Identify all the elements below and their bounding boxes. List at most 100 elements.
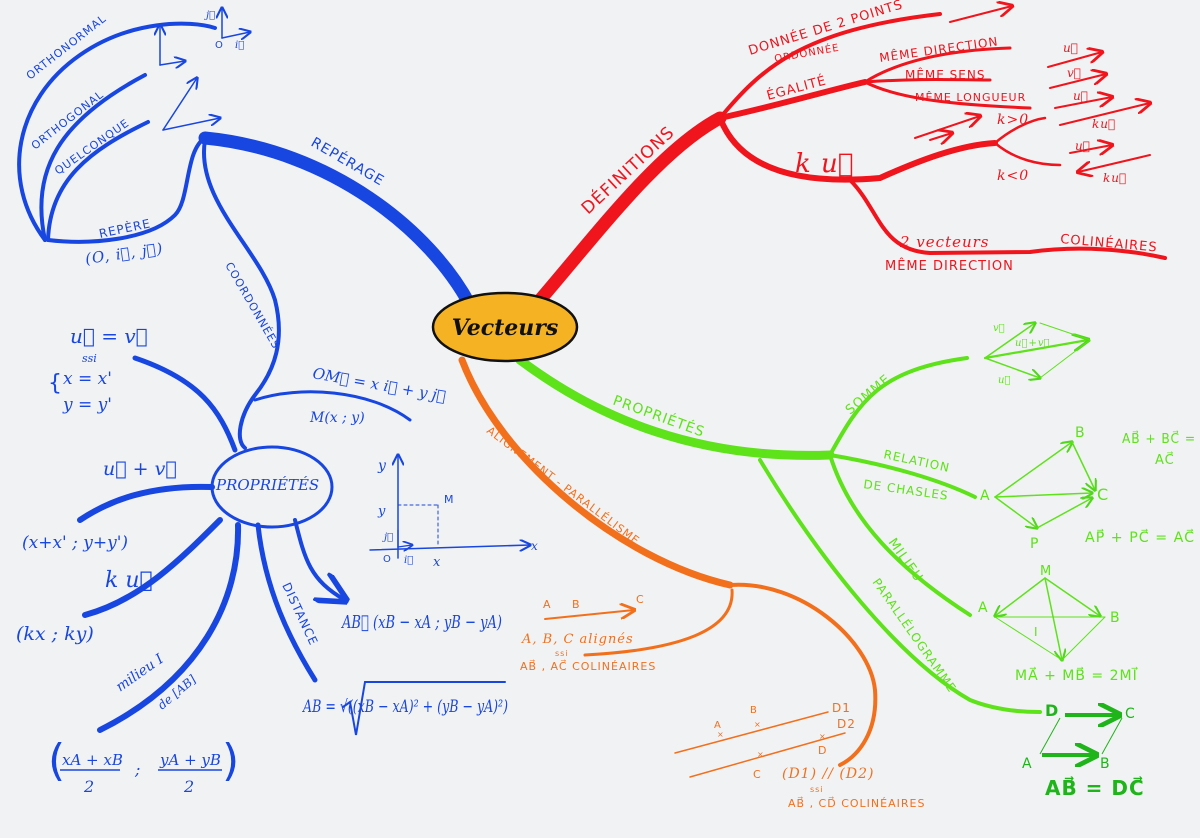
midpoint-separator: ; <box>134 760 140 779</box>
repere-notation: (O, i⃗, j⃗) <box>84 239 164 268</box>
i-vector-label: i⃗ <box>235 40 245 51</box>
milieu-point-i: I <box>1034 625 1039 639</box>
ssi-label: ssi <box>555 649 569 658</box>
chasles-formula-2: AP⃗ + PC⃗ = AC⃗ <box>1085 528 1195 546</box>
parallelogram-figure <box>1039 715 1123 755</box>
graph-point-m: M <box>444 493 454 506</box>
meme-longueur-label: MÊME LONGUEUR <box>915 91 1026 104</box>
parallel-point-d: D <box>818 744 827 757</box>
chasles-point-c: C <box>1097 485 1109 504</box>
graph-y-value: y <box>377 504 386 519</box>
m-coordinates: M(x ; y) <box>309 410 365 426</box>
distance-label: DISTANCE <box>279 580 320 648</box>
vector-u3-label: u⃗ <box>1075 139 1091 153</box>
branch-alignement-trunk <box>458 356 734 589</box>
midpoint-formula: ( xA + xB 2 ; yA + yB 2 ) <box>48 735 239 796</box>
parallel-point-c: C <box>753 768 762 781</box>
sum-coordinates: (x+x' ; y+y') <box>22 533 128 553</box>
chasles-point-p: P <box>1030 536 1039 552</box>
para-point-b: B <box>1100 756 1111 772</box>
ku-label: k u⃗ <box>105 568 153 593</box>
open-paren: ( <box>48 735 65 786</box>
proprietes-blue-labels: PROPRIÉTÉS u⃗ = v⃗ ssi { x = x' y = y' u… <box>16 324 538 796</box>
para-point-d: D <box>1045 701 1059 720</box>
midpoint-x-denominator: 2 <box>83 777 94 796</box>
alignement-label: ALIGNEMENT - PARALLÉLISME <box>484 424 642 548</box>
branch-donnee <box>718 12 942 120</box>
meme-sens-label: MÊME SENS <box>905 67 985 82</box>
equality-label: u⃗ = v⃗ <box>70 324 148 348</box>
deux-vecteurs-label: 2 vecteurs <box>899 233 990 251</box>
proprietes-blue-label: PROPRIÉTÉS <box>215 476 319 494</box>
milieu-label: MILIEU <box>885 536 926 585</box>
j-vector-label: j⃗ <box>204 10 216 21</box>
cross-d: × <box>819 732 827 741</box>
central-node-label: Vecteurs <box>452 315 559 341</box>
graph-x-value: x <box>433 555 441 570</box>
branch-repere <box>46 136 207 244</box>
graph-x-axis-label: x <box>531 539 538 553</box>
chasles-formula-1: AB⃗ + BC⃗ = <box>1122 431 1196 447</box>
branch-colineaires <box>848 178 1167 260</box>
branch-ku <box>717 115 998 183</box>
distance-formula: AB = √((xB − xA)² + (yB − yA)²) <box>302 697 508 717</box>
midpoint-x-numerator: xA + xB <box>62 751 123 769</box>
branch-alignement <box>458 356 878 778</box>
para-point-a: A <box>1022 756 1033 772</box>
graph-j-vector: j⃗ <box>382 532 393 543</box>
point-c: C <box>636 593 645 606</box>
vector-u-label: u⃗ <box>1063 41 1079 55</box>
relation-label: RELATION <box>882 447 951 475</box>
vector-ku2-label: ku⃗ <box>1103 171 1127 185</box>
close-paren: ) <box>222 735 239 786</box>
k-positive-label: k>0 <box>997 112 1029 128</box>
graph-origin: O <box>383 554 391 565</box>
branch-definitions-trunk <box>533 111 727 307</box>
milieu-point-a: A <box>978 600 989 616</box>
chasles-point-b: B <box>1075 425 1086 441</box>
chasles-point-a: A <box>980 488 991 504</box>
ku-coordinates: (kx ; ky) <box>16 623 94 645</box>
proprietes-green-labels: PROPRIÉTÉS SOMME v⃗ u⃗+v⃗ u⃗ RELATION DE… <box>611 323 1196 800</box>
line-d1-label: D1 <box>832 701 851 715</box>
brace: { <box>48 371 62 396</box>
branch-definitions <box>533 6 1167 307</box>
k-negative-label: k<0 <box>997 168 1029 184</box>
cross-b: × <box>754 720 762 729</box>
colineaires-label: COLINÉAIRES <box>1060 231 1159 255</box>
om-formula: OM⃗ = x i⃗ + y j⃗ <box>311 364 447 405</box>
cross-a: × <box>717 730 725 739</box>
graph-i-vector: i⃗ <box>404 555 413 566</box>
somme-u-plus-v-label: u⃗+v⃗ <box>1015 338 1050 349</box>
central-node[interactable]: Vecteurs <box>431 291 579 363</box>
branch-proprietes-green <box>515 323 1106 714</box>
branch-egalite <box>717 79 868 121</box>
central-node-shape[interactable] <box>431 291 579 363</box>
coordonnees-label: COORDONNÉES <box>222 260 282 351</box>
ssi2-label: ssi <box>810 785 824 794</box>
ab-ac-colineaires: AB⃗ , AC⃗ COLINÉAIRES <box>520 659 656 673</box>
point-a: A <box>543 598 552 611</box>
parallel-point-a: A <box>714 720 722 731</box>
branch-reperage-trunk <box>198 131 477 312</box>
point-b: B <box>572 598 581 611</box>
milieu-point-m: M <box>1040 564 1052 579</box>
somme-v-label: v⃗ <box>993 323 1006 334</box>
line-d2-label: D2 <box>837 717 856 731</box>
branch-proprietes-green-trunk <box>515 355 835 460</box>
somme-u-label: u⃗ <box>998 375 1011 386</box>
milieu-point-b: B <box>1110 610 1121 626</box>
vector-v-label: v⃗ <box>1067 66 1082 80</box>
midpoint-y-numerator: yA + yB <box>159 751 221 769</box>
branch-orthogonal <box>39 73 147 242</box>
ssi-label: ssi <box>82 352 97 365</box>
origin-label: O <box>215 40 224 51</box>
sum-label: u⃗ + v⃗ <box>103 458 177 480</box>
y-equal-label: y = y' <box>62 395 112 415</box>
meme-direction-2-label: MÊME DIRECTION <box>885 258 1014 274</box>
branch-coordonnees <box>201 138 281 450</box>
graph-y-axis-label: y <box>377 458 387 474</box>
milieu-formula: MA⃗ + MB⃗ = 2MI⃗ <box>1015 666 1138 684</box>
para-point-c: C <box>1125 706 1136 722</box>
